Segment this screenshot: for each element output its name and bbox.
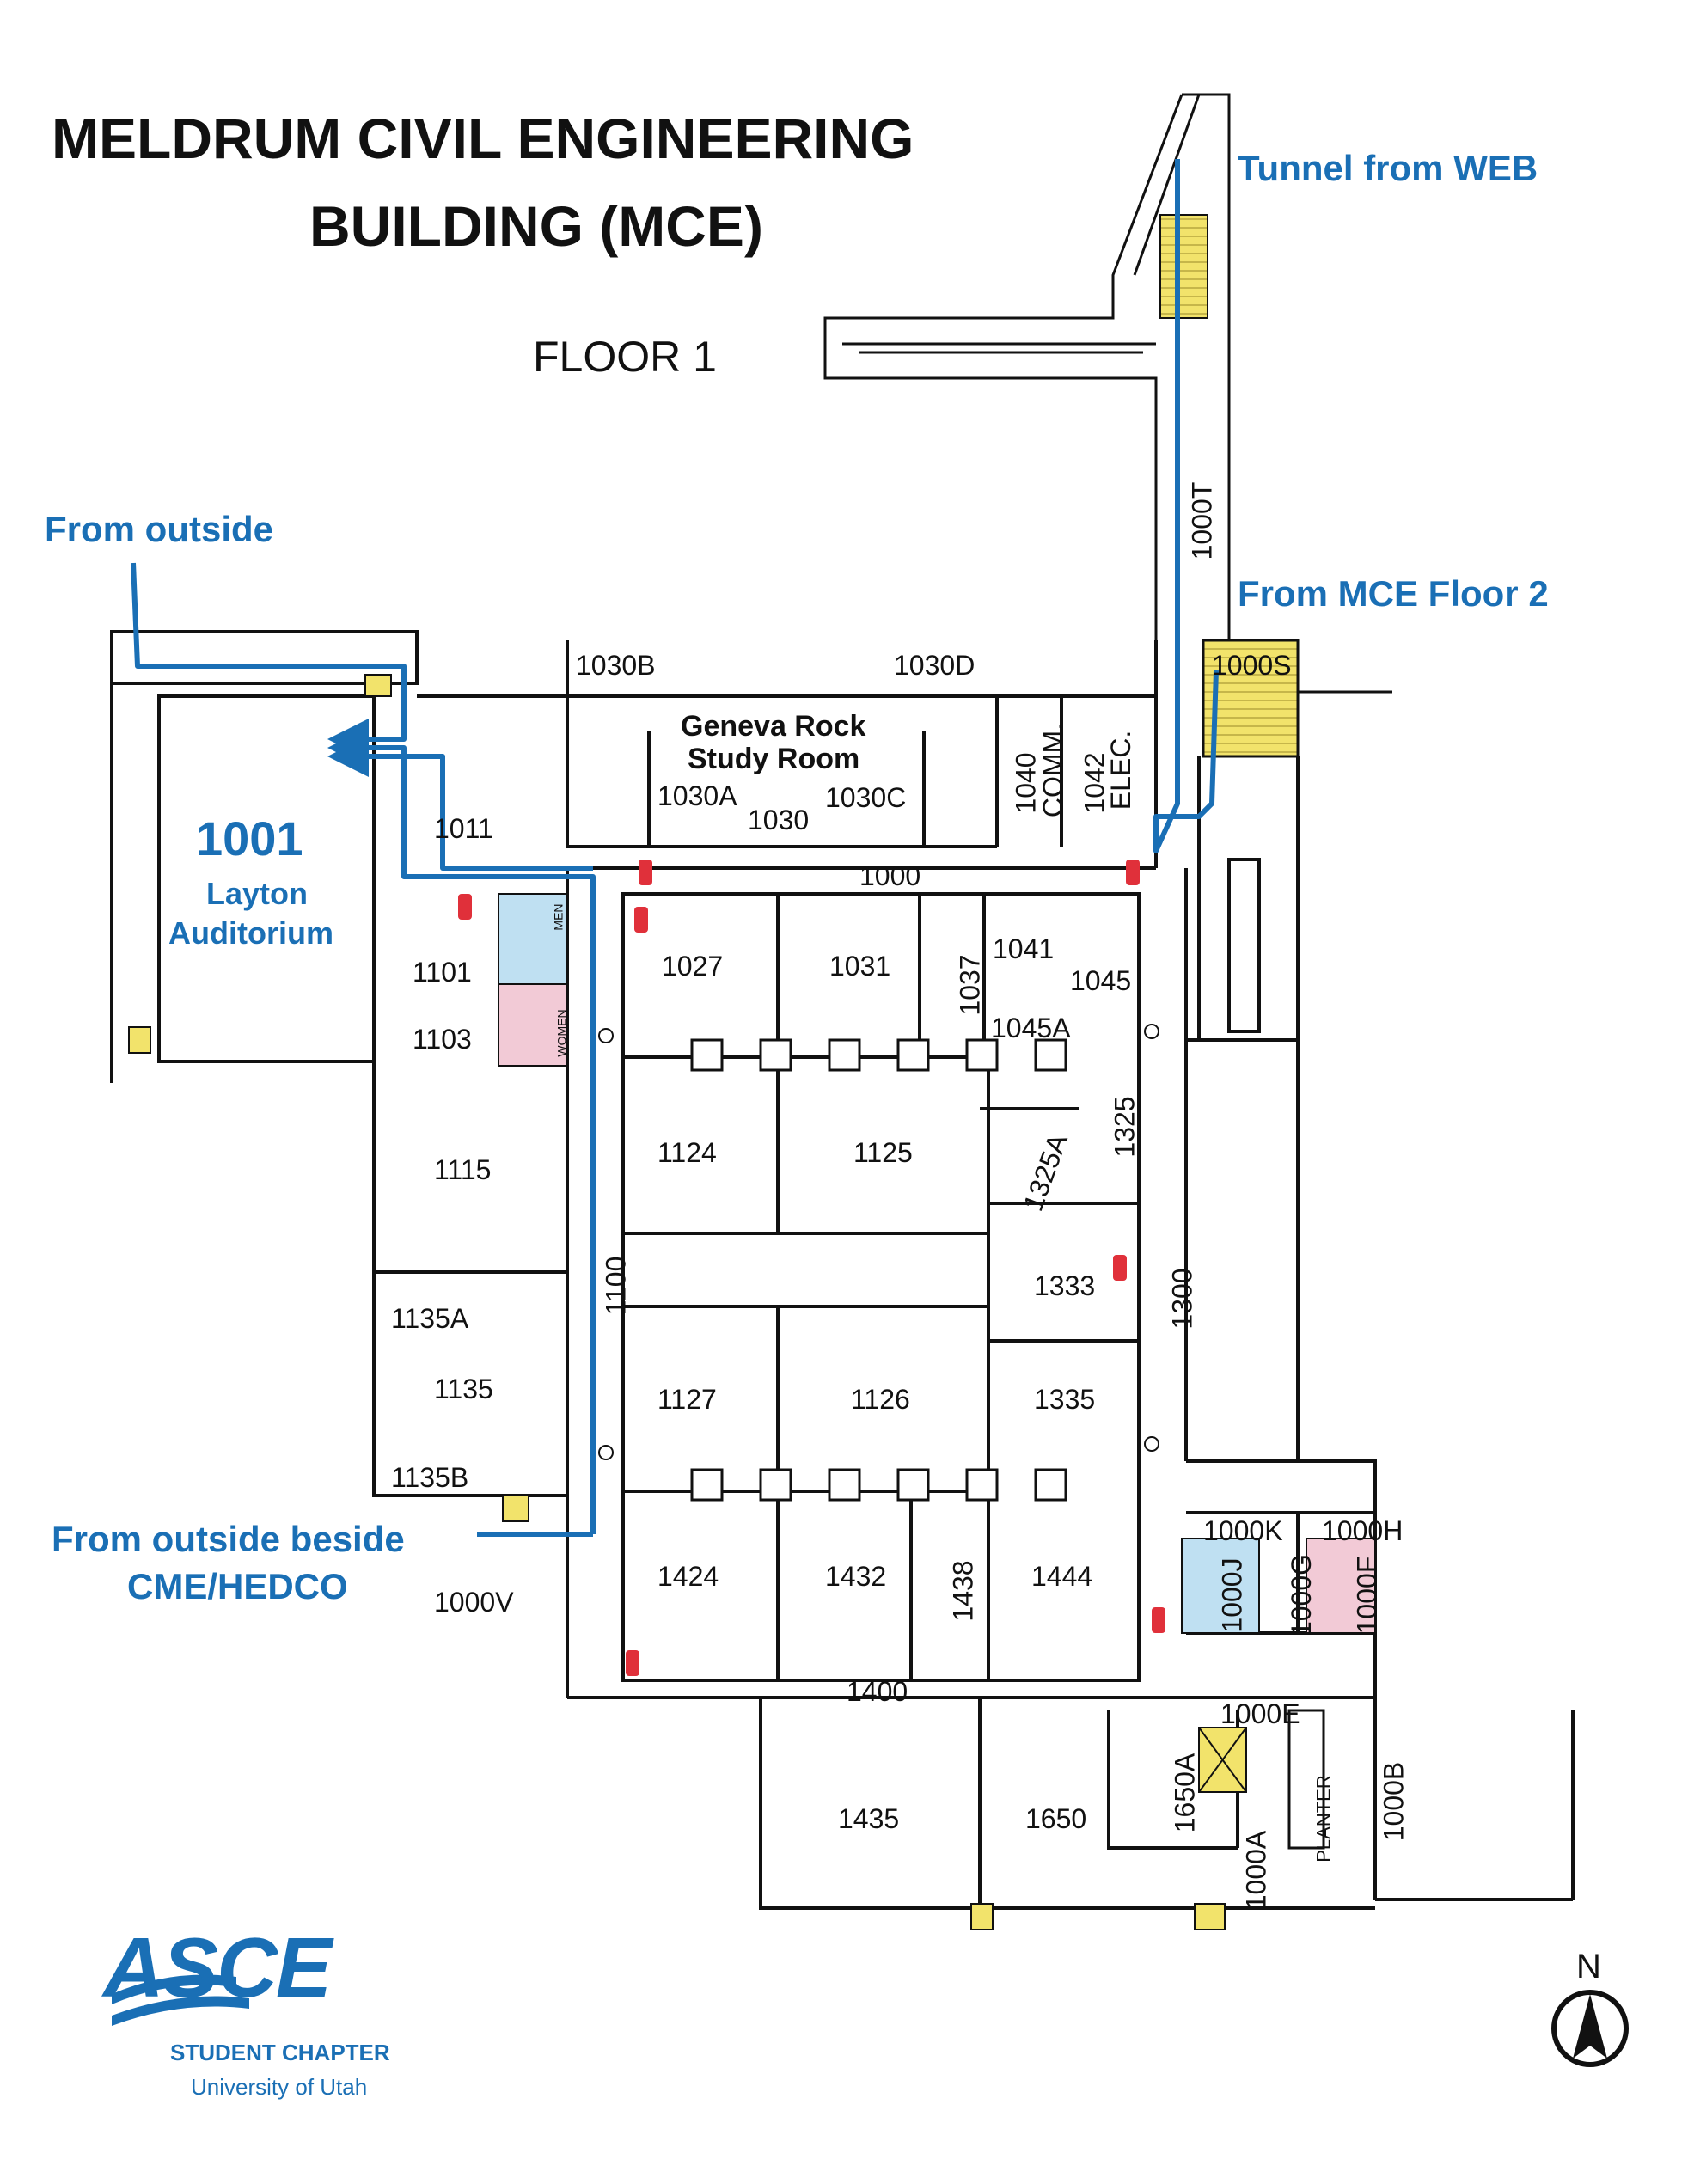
room-1000f: 1000F [1351, 1556, 1383, 1635]
room-1000b: 1000B [1378, 1761, 1410, 1842]
room-1333: 1333 [1034, 1270, 1096, 1301]
room-1432: 1432 [825, 1561, 887, 1592]
room-1031: 1031 [829, 951, 891, 982]
stairwell-1000s [1202, 639, 1392, 758]
room-1030: 1030 [748, 804, 810, 835]
room-elec: ELEC. [1105, 730, 1137, 811]
fire-extinguisher-icon [458, 860, 1165, 1676]
room-1000t: 1000T [1186, 481, 1218, 560]
mens-restroom-1101 [498, 893, 568, 985]
room-1444: 1444 [1031, 1561, 1093, 1592]
north-wing-walls [110, 630, 1158, 1083]
room-1325: 1325 [1109, 1096, 1141, 1158]
callout-beside-line-1: From outside beside [52, 1519, 405, 1559]
room-1027: 1027 [662, 951, 724, 982]
room-1041: 1041 [993, 933, 1055, 964]
room-1650a: 1650A [1169, 1753, 1201, 1833]
asce-chapter-label: STUDENT CHAPTER [170, 2040, 390, 2065]
room-1135: 1135 [434, 1373, 493, 1404]
callout-tunnel: Tunnel from WEB [1238, 148, 1538, 188]
planter-box [1287, 1709, 1325, 1850]
room-1000h: 1000H [1322, 1515, 1404, 1546]
room-1000e: 1000E [1220, 1698, 1300, 1729]
map-title-line-1: MELDRUM CIVIL ENGINEERING [52, 107, 914, 170]
main-body-walls [372, 756, 1377, 1900]
mens-restroom-1000j [1181, 1538, 1260, 1634]
room-1030b: 1030B [576, 650, 656, 681]
accessible-icon [598, 1024, 1159, 1460]
room-1335: 1335 [1034, 1384, 1096, 1415]
room-1000k: 1000K [1203, 1515, 1283, 1546]
tunnel-walls [823, 93, 1231, 640]
womens-restroom-label: WOMEN [554, 1009, 569, 1057]
room-1030a: 1030A [657, 780, 737, 811]
room-1103: 1103 [413, 1024, 472, 1055]
north-label: N [1576, 1948, 1601, 1985]
south-wing-walls [567, 1696, 1575, 1910]
corridor-1300: 1300 [1166, 1268, 1198, 1330]
auditorium-name-line-2: Auditorium [168, 915, 333, 951]
room-1127: 1127 [657, 1384, 717, 1415]
callout-beside-line-2: CME/HEDCO [127, 1566, 348, 1606]
asce-university-label: University of Utah [191, 2074, 368, 2100]
mens-restroom-label: MEN [551, 903, 566, 931]
entry-stairs-s2 [1194, 1903, 1226, 1930]
map-title-line-2: BUILDING (MCE) [309, 194, 763, 258]
corridor-1400: 1400 [847, 1676, 908, 1707]
room-1000v: 1000V [434, 1587, 514, 1618]
room-1126: 1126 [851, 1384, 910, 1415]
room-1000g: 1000G [1286, 1553, 1318, 1637]
north-arrow-icon [1551, 1990, 1629, 2067]
room-1030c: 1030C [825, 782, 907, 813]
room-1000s: 1000S [1212, 650, 1292, 681]
room-1135a: 1135A [391, 1303, 469, 1334]
asce-logo-mark [112, 1974, 249, 2026]
room-1030d: 1030D [894, 650, 975, 681]
room-1115: 1115 [434, 1154, 492, 1185]
corridor-1000: 1000 [859, 860, 921, 891]
womens-restroom-1000f [1306, 1538, 1376, 1634]
room-1101: 1101 [413, 957, 472, 988]
room-1435: 1435 [838, 1803, 900, 1834]
floor-label: FLOOR 1 [533, 333, 717, 381]
entry-stairs-w [128, 1026, 151, 1054]
callout-floor2: From MCE Floor 2 [1238, 573, 1549, 614]
room-1135b: 1135B [391, 1462, 469, 1493]
entry-stairs-s1 [970, 1903, 994, 1930]
room-1000j: 1000J [1216, 1557, 1248, 1633]
room-1124: 1124 [657, 1137, 717, 1168]
corridor-1100: 1100 [600, 1256, 632, 1316]
entry-stairs-sw [502, 1495, 529, 1522]
auditorium-name-line-1: Layton [206, 876, 309, 911]
room-1045: 1045 [1070, 965, 1132, 996]
planter-label: PLANTER [1312, 1775, 1335, 1863]
route-paths [131, 159, 1219, 1537]
room-1000a: 1000A [1240, 1830, 1272, 1911]
asce-logo-text: ASCE [103, 1920, 332, 2015]
womens-restroom-1103 [498, 983, 568, 1067]
room-1011: 1011 [434, 813, 493, 844]
room-1650: 1650 [1025, 1803, 1087, 1834]
room-comm: COMM. [1037, 722, 1069, 818]
room-1037: 1037 [954, 954, 986, 1016]
room-1040: 1040 [1010, 752, 1042, 814]
auditorium-number: 1001 [196, 811, 303, 866]
entry-stairs-nw [364, 674, 392, 697]
study-room-line-1: Geneva Rock [681, 710, 866, 743]
study-room-line-2: Study Room [688, 743, 860, 775]
room-1438: 1438 [947, 1560, 979, 1622]
room-1045a: 1045A [991, 1012, 1071, 1043]
room-1125: 1125 [853, 1137, 913, 1168]
room-1424: 1424 [657, 1561, 719, 1592]
room-1042: 1042 [1079, 752, 1110, 814]
tunnel-stairs [1159, 214, 1208, 319]
callout-outside: From outside [45, 509, 274, 549]
structural-columns [690, 1038, 1067, 1502]
